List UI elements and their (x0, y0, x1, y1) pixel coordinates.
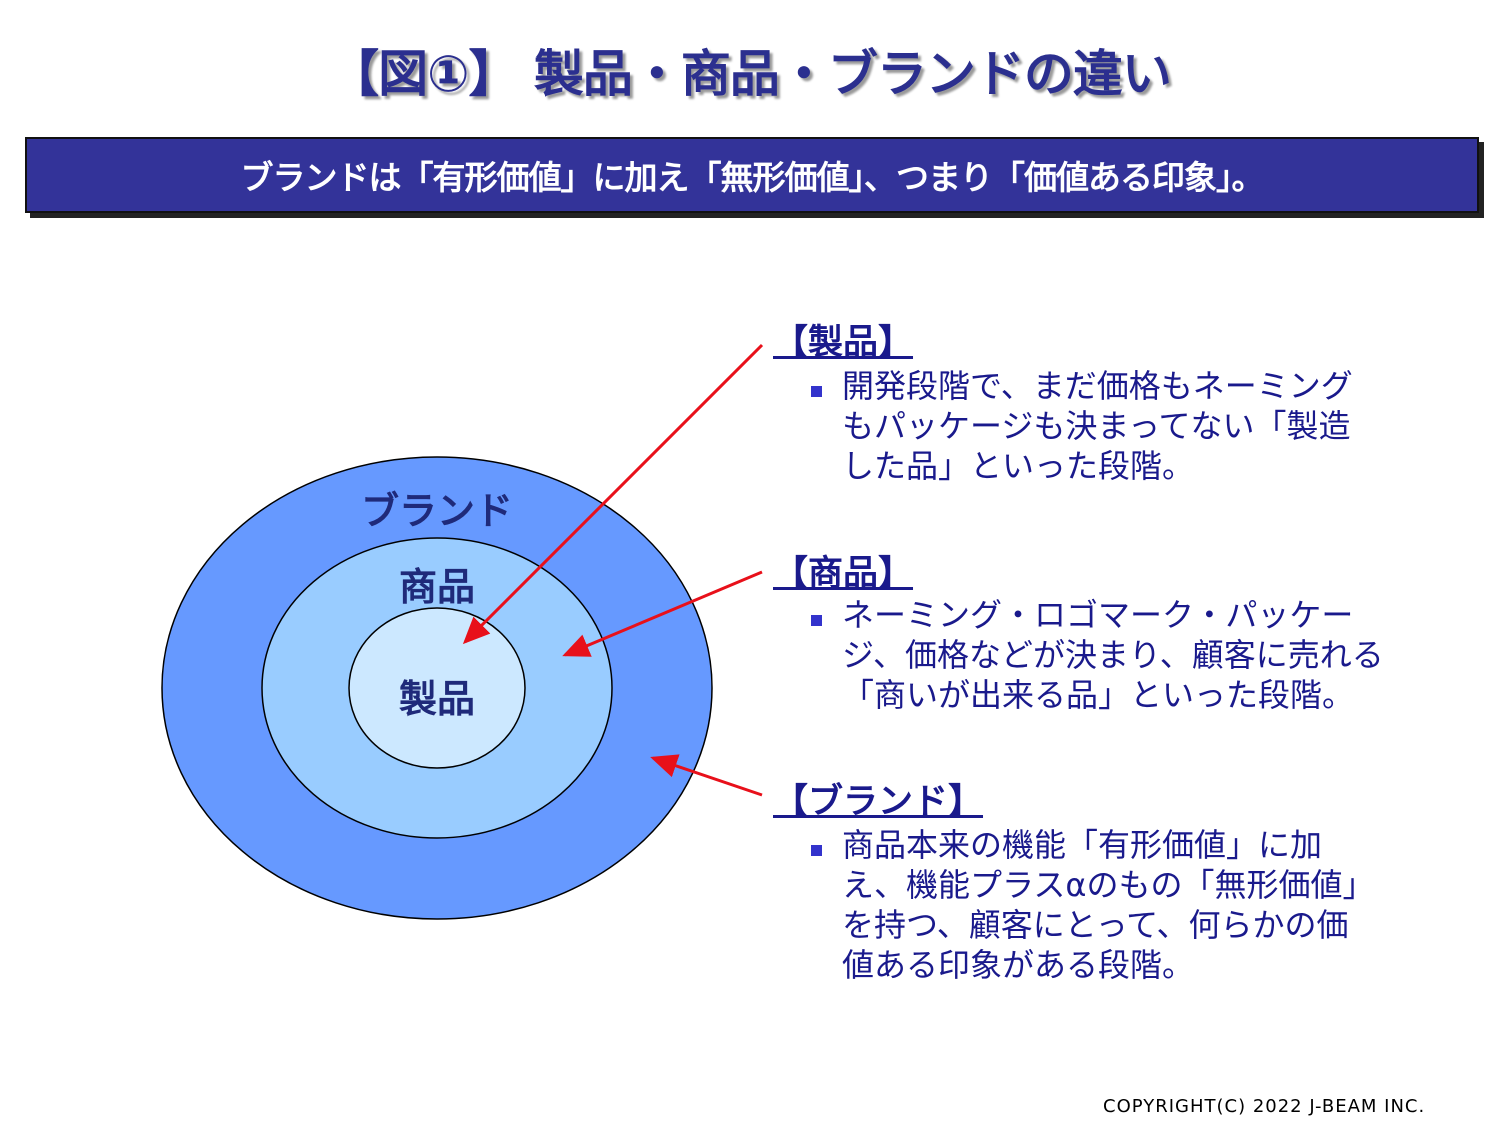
item-ellipse (348, 607, 526, 769)
arrow-brand (650, 754, 763, 797)
seihin-heading: 【製品】 (773, 323, 914, 363)
arrow-seihin (462, 343, 764, 645)
seihin-label: 製品 (398, 677, 476, 721)
bullet-icon (811, 386, 822, 397)
arrow-shohin (562, 570, 763, 657)
shohin-description: ネーミング・ロゴマーク・パッケージ、価格などが決まり、顧客に売れる「商いが出来る… (842, 596, 1384, 714)
page-title: 【図①】 製品・商品・ブランドの違い (329, 45, 1172, 103)
bullet-icon (811, 615, 822, 626)
summary-banner: ブランドは「有形価値」に加え「無形価値」、つまり「価値ある印象」。 (25, 137, 1479, 213)
brand-heading: 【ブランド】 (773, 782, 984, 822)
copyright: COPYRIGHT(C) 2022 J-BEAM INC. (1103, 1096, 1426, 1117)
seihin-description: 開発段階で、まだ価格もネーミングもパッケージも決まってない「製造した品」といった… (842, 367, 1353, 485)
bullet-icon (811, 845, 822, 856)
shohin-heading: 【商品】 (773, 554, 914, 594)
brand-description: 商品本来の機能「有形価値」に加え、機能プラスαのもの「無形価値」を持つ、顧客にと… (842, 826, 1359, 984)
shohin-label: 商品 (398, 565, 476, 609)
brand-label: ブランド (360, 489, 514, 533)
